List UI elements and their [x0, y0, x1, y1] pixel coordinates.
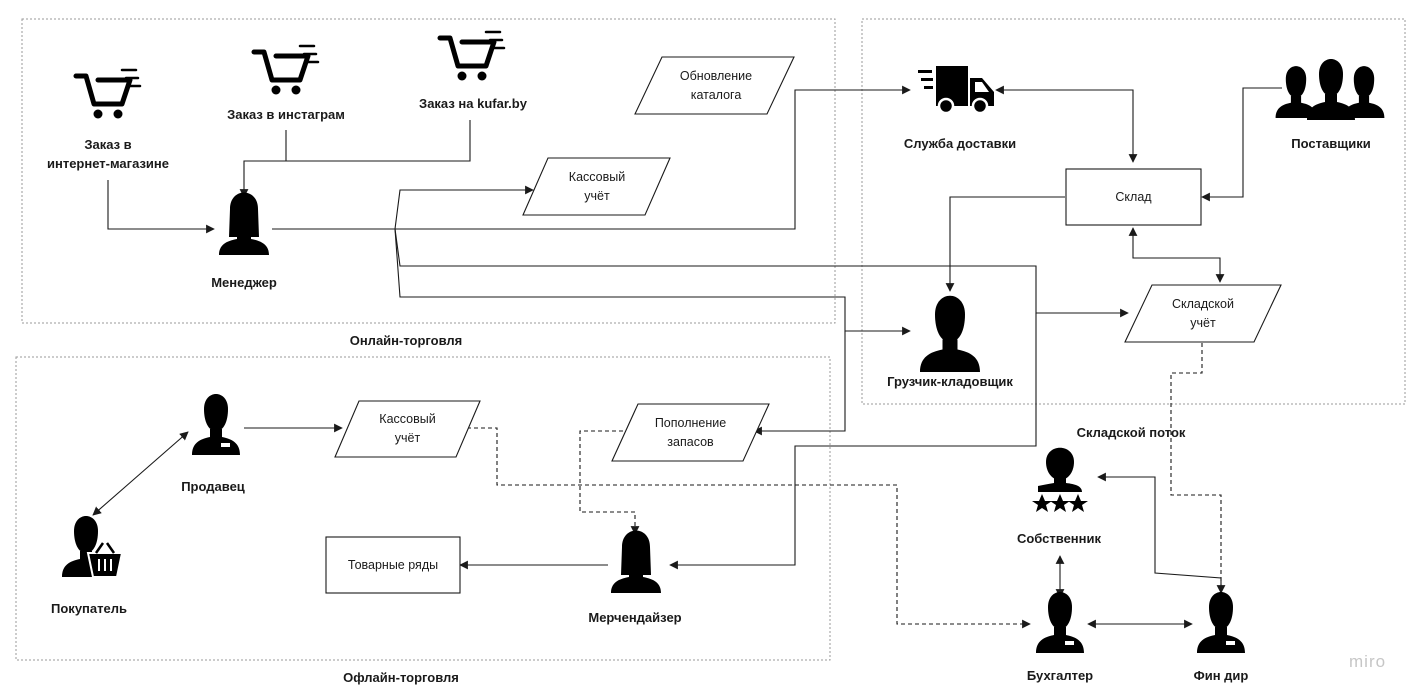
delivery-truck-icon	[918, 66, 994, 115]
merch-person-icon	[611, 530, 661, 593]
group-online-frame	[21, 18, 836, 324]
actor-manager-label: Менеджер	[211, 275, 277, 290]
actor-buyer-label: Покупатель	[51, 601, 127, 616]
fin-person-icon	[1197, 592, 1245, 653]
sklad-text: Склад	[1115, 190, 1152, 204]
edge-shop-manager	[107, 180, 215, 234]
edge-kufar-manager	[286, 120, 471, 162]
actor-owner-label: Собственник	[1016, 531, 1102, 546]
miro-watermark: miro	[1349, 652, 1387, 671]
catalog-update-text: Обновление каталога	[679, 68, 753, 102]
group-warehouse-title: Складской поток	[1076, 425, 1186, 440]
edge-manager-cash	[272, 185, 534, 230]
edge-warehouse-acc-fin	[1170, 343, 1226, 594]
edge-instagram-manager	[239, 130, 287, 198]
accountant-person-icon	[1036, 592, 1084, 653]
catalog-update-shape	[634, 56, 795, 115]
edge-loader-restock	[753, 331, 846, 436]
warehouse-acc-text: Складской учёт	[1172, 296, 1234, 330]
group-offline-title: Офлайн-торговля	[343, 670, 459, 685]
sklad-shape	[1065, 168, 1202, 226]
cart-icon-instagram	[254, 46, 318, 95]
group-online-title: Онлайн-торговля	[349, 333, 463, 348]
actor-order-kufar-label: Заказ на kufar.by	[419, 96, 527, 111]
edge-manager-warehouse-acc	[394, 228, 1129, 318]
restock-shape	[611, 403, 770, 462]
cash-offline-text: Кассовый учёт	[379, 412, 436, 445]
cash-online-shape	[522, 157, 671, 216]
shelves-text: Товарные ряды	[347, 558, 439, 572]
cash-offline-shape	[334, 400, 481, 458]
edge-cash-accountant	[460, 427, 1031, 629]
manager-person-icon	[219, 192, 269, 255]
edge-manager-loader	[394, 228, 911, 336]
edge-delivery-sklad	[995, 85, 1138, 163]
actor-fin-label: Фин дир	[1193, 668, 1249, 683]
restock-text: Пополнение запасов	[654, 415, 727, 449]
shelves-shape	[325, 536, 461, 594]
edge-warehouse-merch	[669, 313, 1037, 570]
actor-order-shop-label: Заказ в интернет-магазине	[46, 137, 170, 171]
actor-delivery-label: Служба доставки	[903, 136, 1017, 151]
edge-sklad-warehouse-acc	[1128, 227, 1225, 283]
group-offline-frame	[15, 356, 831, 661]
cart-icon-shop	[76, 70, 140, 119]
cash-online-text: Кассовый учёт	[568, 169, 626, 203]
actor-order-instagram-label: Заказ в инстаграм	[227, 107, 345, 122]
edge-suppliers-sklad	[1201, 87, 1282, 202]
actor-seller-label: Продавец	[181, 479, 245, 494]
actor-loader-label: Грузчик-кладовщик	[887, 374, 1013, 389]
actor-merch-label: Мерчендайзер	[588, 610, 682, 625]
buyer-basket-icon	[62, 516, 124, 578]
owner-stars-icon	[1032, 447, 1088, 512]
edge-buyer-seller	[92, 431, 189, 516]
actor-accountant-label: Бухгалтер	[1026, 668, 1094, 683]
edge-fin-owner	[1097, 472, 1222, 598]
warehouse-acc-shape	[1124, 284, 1282, 343]
suppliers-group-icon	[1275, 59, 1385, 120]
seller-person-icon	[192, 394, 240, 455]
edge-sklad-loader	[945, 196, 1065, 292]
actor-suppliers-label: Поставщики	[1291, 136, 1371, 151]
cart-icon-kufar	[440, 32, 504, 81]
edge-manager-delivery	[272, 85, 911, 230]
loader-person-icon	[920, 295, 980, 372]
